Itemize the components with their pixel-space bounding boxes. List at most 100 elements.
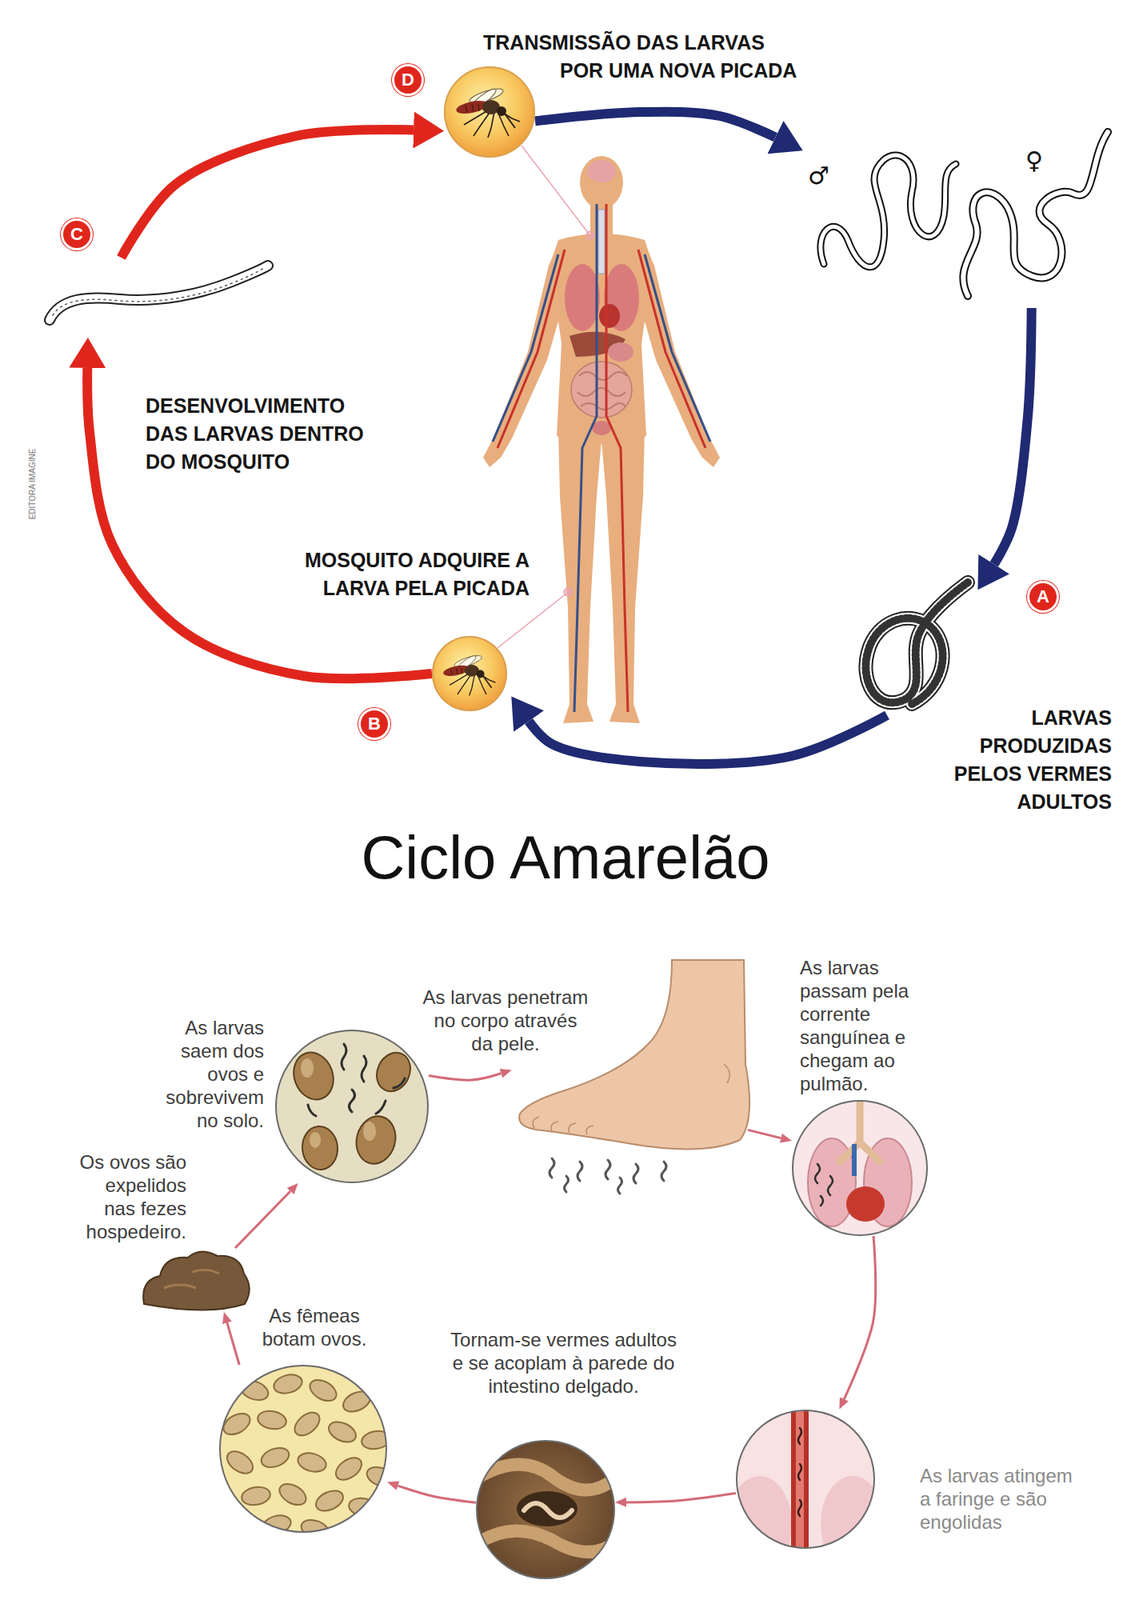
eggs-view: [306, 1374, 340, 1405]
feces: [143, 1250, 250, 1310]
eggs-view: [295, 1450, 328, 1475]
leader-line: [497, 593, 567, 648]
soil-larvae: [361, 1055, 367, 1082]
eggs-view: [275, 1478, 310, 1509]
lungs-view: [791, 1099, 928, 1236]
intestine-view: [475, 1439, 616, 1579]
eggs-view: [219, 1371, 398, 1543]
stage-caption: As larvas saem dos ovos e sobrevivem no …: [143, 1015, 264, 1132]
step-caption: TRANSMISSÃO DAS LARVAS POR UMA NOVA PICA…: [483, 28, 807, 85]
mosquito-bite-b: [431, 635, 508, 712]
mosquito-bite-b: [442, 653, 496, 696]
leader-line: [563, 587, 572, 596]
microfilaria: [865, 582, 968, 704]
soil-larvae: [349, 1089, 356, 1112]
watermark: EDITORA IMAGINE: [27, 448, 37, 520]
lungs-view: [815, 1163, 833, 1206]
soil-larvae: [287, 1047, 417, 1171]
eggs-view: [331, 1453, 366, 1485]
stage-circle: As fêmeas botam ovos.: [219, 1364, 388, 1533]
soil-larvae: [341, 1043, 347, 1070]
circle-outline: [792, 1100, 928, 1235]
human-body: [483, 155, 720, 724]
body-organs: [598, 209, 605, 274]
step-badge: D: [391, 63, 424, 96]
stage-caption: As larvas penetram no corpo através da p…: [420, 985, 591, 1056]
stage-circle: As larvas atingem a faringe e são engoli…: [735, 1409, 876, 1549]
human-foot: [723, 1063, 730, 1084]
step-badge: A: [1027, 580, 1060, 613]
eggs-view: [255, 1408, 288, 1431]
soil-larvae: [393, 1078, 405, 1088]
soil-larvae: [300, 1058, 314, 1078]
lungs-view: [846, 1186, 885, 1222]
soil-larvae: [275, 1029, 429, 1183]
human-body: [579, 155, 624, 209]
circle-outline: [735, 1409, 876, 1549]
pharynx-view: [798, 1463, 802, 1480]
soil-larvae: [309, 1131, 321, 1148]
cycle-arrow: [87, 367, 432, 679]
pharynx-view: [798, 1427, 802, 1444]
mosquito-bite-d: [443, 66, 536, 158]
circle-outline: [431, 635, 508, 712]
body-organs: [607, 342, 634, 362]
eggs-view: [219, 1408, 254, 1439]
soil-larvae: [351, 1111, 401, 1168]
soil-larvae: [363, 1121, 376, 1141]
cycle-arrow: [528, 715, 888, 764]
cycle-arrow: [397, 1485, 476, 1503]
leader-line: [586, 231, 595, 240]
larva-node: CDESENVOLVIMENTO DAS LARVAS DENTRO DO MO…: [39, 257, 272, 338]
stage-caption: As larvas passam pela corrente sanguínea…: [799, 955, 920, 1096]
step-badge: C: [60, 218, 93, 251]
stage-caption: As fêmeas botam ovos.: [258, 1303, 371, 1351]
pharynx-view: [820, 1475, 885, 1572]
intestine-view: [476, 1464, 618, 1491]
cycle-arrow: [843, 1235, 876, 1399]
eggs-view: [298, 1516, 332, 1543]
mosquito-bite-d: [443, 66, 536, 158]
lungs-view: [791, 1099, 928, 1236]
eggs-view: [339, 1386, 374, 1415]
lungs-view: [839, 1099, 880, 1162]
diagram-title: Ciclo Amarelão: [0, 823, 1131, 892]
blood-vessels: [644, 254, 711, 442]
step-caption: LARVAS PRODUZIDAS PELOS VERMES ADULTOS: [927, 703, 1112, 816]
lungs-view: [815, 1163, 820, 1183]
mosquito-circle: DTRANSMISSÃO DAS LARVAS POR UMA NOVA PIC…: [443, 66, 536, 158]
blood-vessels: [574, 203, 597, 712]
eggs-view: [258, 1444, 292, 1471]
eggs-view: [260, 1512, 293, 1538]
stage-caption: Tornam-se vermes adultos e se acoplam à …: [445, 1327, 682, 1398]
cycle-arrow: [227, 1322, 240, 1365]
intestine-view: [523, 1502, 572, 1518]
circle-outline: [443, 66, 536, 158]
cycle-arrow: [747, 1129, 781, 1138]
cycle-arrow: [626, 1492, 736, 1502]
microfilaria: [865, 582, 968, 704]
soil-larvae: [275, 1029, 429, 1183]
soil-larvae: [300, 1124, 340, 1171]
soil-larvae: [307, 1104, 316, 1116]
stage-caption: Os ovos são expelidos nas fezes hospedei…: [78, 1150, 187, 1243]
cycle-arrow: [235, 1190, 291, 1248]
microfilaria: [865, 582, 968, 704]
body-organs: [587, 159, 616, 183]
circle-outline: [475, 1439, 616, 1579]
human-body: [558, 427, 602, 724]
adult-worms: [820, 155, 956, 268]
eggs-view: [223, 1446, 257, 1479]
sex-symbol: ♂: [807, 163, 830, 188]
eggs-view: [219, 1364, 388, 1533]
penetrating-larvae: [549, 1158, 555, 1178]
circle-outline: [736, 1410, 875, 1548]
mosquito-bite-d: [455, 85, 520, 138]
eggs-view: [325, 1417, 360, 1446]
circle-outline: [219, 1365, 387, 1532]
circle-outline: [791, 1099, 928, 1236]
adult-worms: [820, 131, 1108, 296]
microfilaria: [865, 582, 968, 704]
circle-outline: [476, 1440, 615, 1579]
